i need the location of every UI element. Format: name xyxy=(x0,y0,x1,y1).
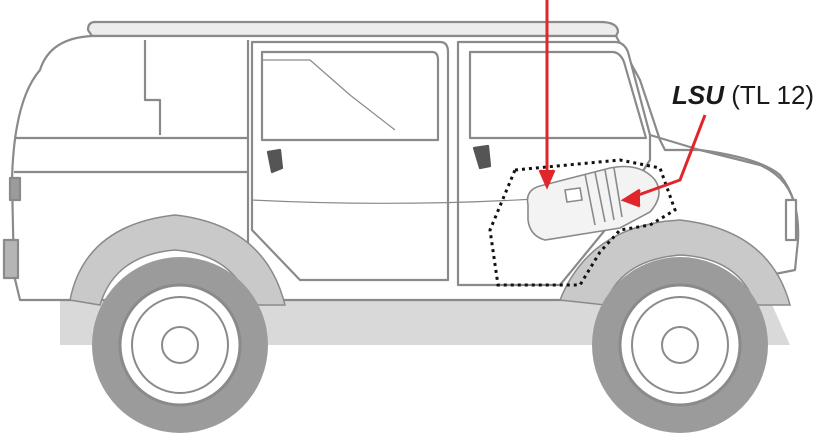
component-label: LSU (TL 12) xyxy=(672,80,814,111)
component-name: LSU xyxy=(672,80,724,110)
front-wheel xyxy=(592,257,768,433)
rear-wheel xyxy=(92,257,268,433)
component-detail: (TL 12) xyxy=(731,80,814,110)
